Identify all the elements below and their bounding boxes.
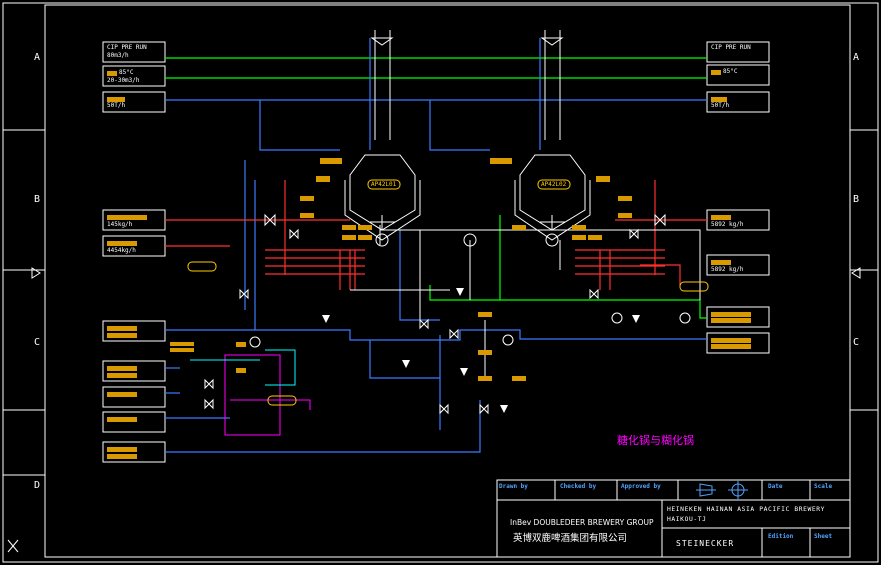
right-box-2-line1: 85°C [723, 68, 738, 75]
row-letter-c-left: C [34, 337, 41, 348]
vessel-2 [514, 30, 591, 247]
tb-drawn-by: Drawn by [499, 483, 528, 490]
close-icon[interactable] [7, 539, 19, 553]
green-lines [165, 57, 707, 319]
tag-boxes [187, 179, 709, 406]
tb-supplier: STEINECKER [676, 539, 735, 548]
tb-scale: Scale [814, 483, 833, 490]
tb-edition: Edition [768, 533, 794, 540]
right-box-4-line1: 5892 kg/h [711, 221, 744, 228]
tb-company-cn: 英博双鹿啤酒集团有限公司 [513, 533, 628, 544]
tb-approved-by: Approved by [621, 483, 661, 490]
inner-frame [44, 4, 851, 558]
vessel-tag-2: AP42L02 [541, 181, 567, 188]
row-letter-b-right: B [853, 194, 860, 205]
right-center-arrow [851, 267, 861, 279]
tb-project-line1: HEINEKEN HAINAN ASIA PACIFIC BREWERY [667, 506, 826, 513]
pumps [249, 233, 691, 348]
left-box-3-line1: 50T/h [107, 102, 126, 109]
row-letter-a-right: A [853, 52, 860, 63]
redaction-bars [107, 70, 751, 459]
row-letter-d-left: D [34, 480, 41, 491]
vessel-tag-1: AP42L01 [371, 181, 397, 188]
left-box-5-line1: 4454kg/h [107, 247, 136, 254]
tb-project-line2: HAIKOU-TJ [667, 516, 707, 523]
tb-checked-by: Checked by [560, 483, 597, 490]
left-box-4-line1: 145kg/h [107, 221, 133, 228]
tb-sheet: Sheet [814, 533, 833, 540]
right-boxes [706, 41, 770, 354]
tb-date: Date [768, 483, 783, 490]
right-box-1-line1: CIP PRE RUN [711, 44, 751, 51]
left-box-2-line1: 85°C [119, 69, 134, 76]
left-box-1-line1: CIP PRE RUN [107, 44, 147, 51]
white-lines [350, 225, 701, 380]
left-center-arrow [31, 267, 41, 279]
instrument-tags [236, 158, 632, 381]
blue-lines [165, 38, 707, 453]
tb-company-en: InBev DOUBLEDEER BREWERY GROUP [510, 518, 654, 527]
magenta-lines [224, 354, 311, 436]
title-block-frame [496, 479, 851, 558]
right-box-5-line1: 5892 kg/h [711, 266, 744, 273]
row-ticks [3, 129, 878, 476]
projection-symbol-icon [696, 483, 716, 497]
drawing-title: 糖化锅与糊化锅 [617, 434, 694, 447]
cyan-lines [190, 349, 296, 386]
red-lines [165, 180, 707, 290]
row-letter-c-right: C [853, 337, 860, 348]
left-box-1-line2: 80m3/h [107, 52, 129, 59]
vessel-1 [344, 30, 421, 247]
left-box-2-line2: 20-30m3/h [107, 77, 140, 84]
drain-symbols [322, 288, 640, 413]
valves [204, 213, 666, 415]
row-letter-a-left: A [34, 52, 41, 63]
row-letter-b-left: B [34, 194, 41, 205]
crosshair-icon [728, 481, 748, 499]
right-box-3-line1: 50T/h [711, 102, 730, 109]
